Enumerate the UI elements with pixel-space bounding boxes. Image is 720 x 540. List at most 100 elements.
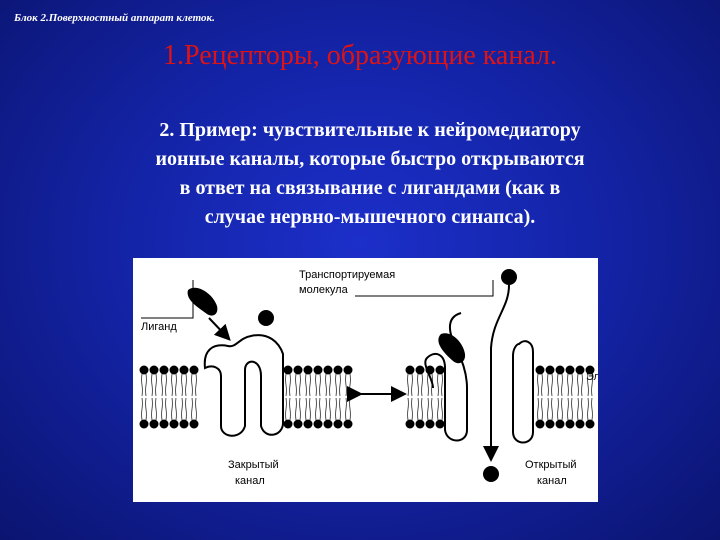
- lipid-head: [435, 419, 445, 429]
- lipid-head: [565, 419, 575, 429]
- body-line: в ответ на связывание с лигандами (как в: [179, 177, 561, 199]
- open-channel-label-line1: Открытый: [525, 459, 577, 471]
- lipid-head: [555, 419, 565, 429]
- ligand-arrow: [208, 317, 231, 341]
- lipid-head: [435, 365, 445, 375]
- lipid-head: [425, 419, 435, 429]
- open-channel-right-protein: [512, 340, 534, 444]
- lipid-tail: [150, 397, 158, 421]
- lipid-tail: [334, 397, 342, 421]
- lipid-tail: [160, 373, 168, 397]
- lipid-tail: [416, 373, 424, 397]
- lipid-tail: [536, 373, 544, 397]
- lipid-tail: [586, 397, 594, 421]
- lipid-tail: [190, 373, 198, 397]
- cut-label: Эл: [586, 371, 598, 383]
- lipid-head: [585, 419, 595, 429]
- transported-label-line1: Транспортируемая: [299, 269, 395, 281]
- lipid-tail: [304, 397, 312, 421]
- lipid-tail: [190, 397, 198, 421]
- lipid-tail: [284, 373, 292, 397]
- lipid-head: [585, 365, 595, 375]
- lipid-head: [283, 419, 293, 429]
- lipid-head: [313, 365, 323, 375]
- lipid-head: [535, 365, 545, 375]
- open-channel-label-line2: канал: [537, 475, 567, 487]
- closed-channel-label-line1: Закрытый: [228, 459, 279, 471]
- lipid-head: [565, 365, 575, 375]
- lipid-tail: [170, 373, 178, 397]
- lipid-head: [189, 419, 199, 429]
- transported-pointer: [355, 280, 494, 297]
- lipid-tail: [546, 373, 554, 397]
- closed-channel-label-line2: канал: [235, 475, 265, 487]
- lipid-head: [405, 365, 415, 375]
- lipid-tail: [566, 397, 574, 421]
- lipid-head: [343, 365, 353, 375]
- lipid-tail: [436, 373, 444, 397]
- lipid-head: [169, 365, 179, 375]
- lipid-tail: [536, 397, 544, 421]
- lipid-head: [575, 419, 585, 429]
- lipid-head: [333, 419, 343, 429]
- lipid-tail: [344, 397, 352, 421]
- lipid-tail: [586, 373, 594, 397]
- lipid-head: [179, 419, 189, 429]
- lipid-tail: [304, 373, 312, 397]
- lipid-head: [313, 419, 323, 429]
- lipid-head: [545, 419, 555, 429]
- lipid-head: [303, 419, 313, 429]
- lipid-head: [333, 365, 343, 375]
- transported-molecule-top: [501, 269, 517, 285]
- lipid-tail: [334, 373, 342, 397]
- lipid-head: [415, 419, 425, 429]
- slide-header: Блок 2.Поверхностный аппарат клеток.: [14, 12, 215, 24]
- lipid-tail: [140, 397, 148, 421]
- lipid-tail: [180, 373, 188, 397]
- lipid-tail: [294, 373, 302, 397]
- lipid-tail: [314, 373, 322, 397]
- lipid-head: [169, 419, 179, 429]
- lipid-head: [303, 365, 313, 375]
- lipid-tail: [426, 397, 434, 421]
- lipid-tail: [294, 397, 302, 421]
- slide-body-text: 2. Пример: чувствительные к нейромедиато…: [80, 116, 660, 232]
- lipid-head: [189, 365, 199, 375]
- lipid-head: [535, 419, 545, 429]
- lipid-tail: [314, 397, 322, 421]
- transported-molecule-path: [483, 284, 510, 462]
- diagram-canvas: Транспортируемая молекула Лиганд Закрыты…: [139, 269, 598, 487]
- lipid-tail: [406, 373, 414, 397]
- lipid-tail: [344, 373, 352, 397]
- lipid-tail: [324, 397, 332, 421]
- lipid-head: [149, 365, 159, 375]
- ligand-molecule: [187, 287, 218, 316]
- closed-channel-protein: [203, 334, 284, 437]
- lipid-tail: [180, 397, 188, 421]
- lipid-tail: [406, 397, 414, 421]
- body-line: 2. Пример: чувствительные к нейромедиато…: [159, 119, 581, 141]
- lipid-head: [293, 419, 303, 429]
- lipid-head: [179, 365, 189, 375]
- lipid-head: [545, 365, 555, 375]
- lipid-head: [283, 365, 293, 375]
- lipid-head: [323, 365, 333, 375]
- ligand-label: Лиганд: [141, 321, 177, 333]
- lipid-head: [323, 419, 333, 429]
- lipid-head: [405, 419, 415, 429]
- lipid-head: [415, 365, 425, 375]
- lipid-head: [343, 419, 353, 429]
- lipid-tail: [576, 397, 584, 421]
- body-line: ионные каналы, которые быстро открываютс…: [155, 148, 585, 170]
- receptor-channel-diagram: Транспортируемая молекула Лиганд Закрыты…: [133, 258, 598, 502]
- lipid-head: [159, 365, 169, 375]
- lipid-tail: [284, 397, 292, 421]
- lipid-tail: [160, 397, 168, 421]
- lipid-tail: [556, 397, 564, 421]
- lipid-head: [555, 365, 565, 375]
- lipid-tail: [566, 373, 574, 397]
- lipid-tail: [324, 373, 332, 397]
- ligand-pointer: [141, 280, 194, 319]
- lipid-tail: [436, 397, 444, 421]
- body-line: случае нервно-мышечного синапса).: [204, 206, 536, 228]
